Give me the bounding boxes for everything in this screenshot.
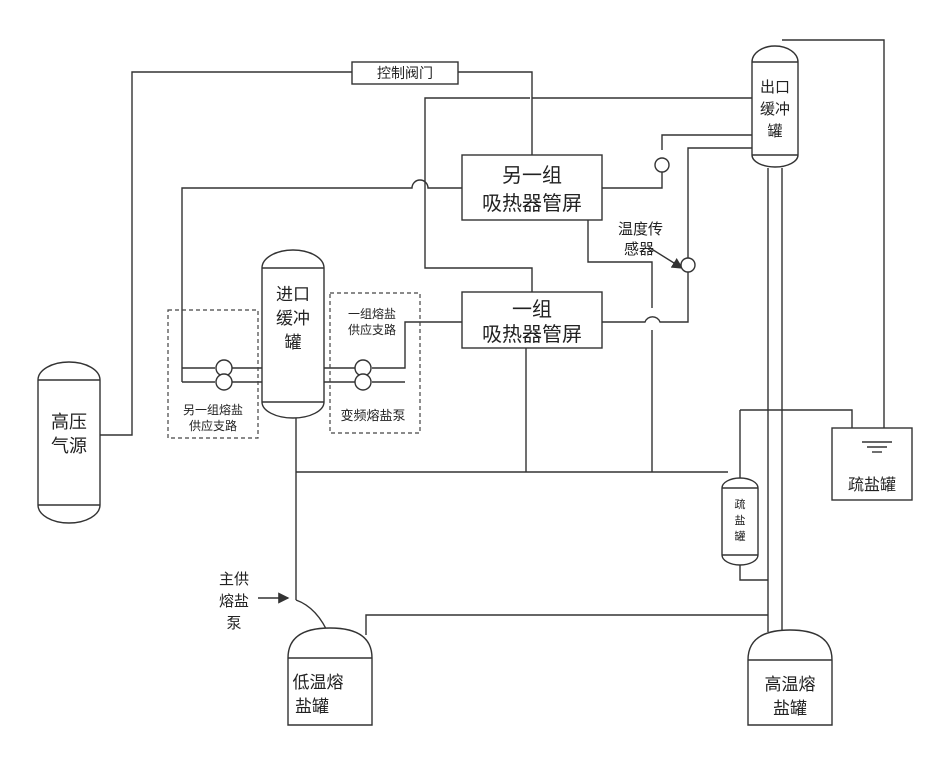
temperature-sensors: 温度传 感器 — [618, 158, 695, 272]
label-group-1: 一组 — [512, 297, 552, 321]
label-temp-sensor-2: 感器 — [624, 240, 654, 258]
label-temp-sensor-1: 温度传 — [618, 220, 663, 238]
label-outlet-buffer-1: 出口 — [760, 78, 790, 96]
other-group-panel: 另一组 吸热器管屏 — [462, 155, 602, 220]
one-group-panel: 一组 吸热器管屏 — [462, 292, 602, 348]
label-salt-trap-2: 盐 — [735, 514, 746, 527]
label-low-temp-1: 低温熔 — [293, 673, 344, 693]
label-high-temp-2: 盐罐 — [773, 699, 807, 719]
low-temp-salt-tank: 低温熔 盐罐 — [288, 628, 372, 725]
label-inlet-buffer-2: 缓冲 — [276, 309, 310, 329]
label-hp-gas-2: 气源 — [51, 436, 87, 457]
label-salt-trap-3: 罐 — [735, 530, 746, 543]
label-salt-trap-1: 疏 — [735, 497, 746, 511]
label-one-supply-2: 供应支路 — [348, 322, 396, 337]
label-outlet-buffer-3: 罐 — [767, 122, 782, 140]
high-temp-salt-tank: 高温熔 盐罐 — [748, 630, 832, 725]
outlet-buffer-tank: 出口 缓冲 罐 — [752, 46, 798, 167]
label-main-pump-2: 熔盐 — [219, 592, 249, 610]
high-pressure-gas-source: 高压 气源 — [38, 362, 100, 523]
label-low-temp-2: 盐罐 — [295, 697, 329, 717]
label-control-valve: 控制阀门 — [377, 66, 433, 82]
label-other-supply-2: 供应支路 — [189, 418, 237, 433]
label-other-supply-1: 另一组熔盐 — [183, 402, 243, 417]
label-inlet-buffer-3: 罐 — [285, 333, 302, 353]
label-one-supply-1: 一组熔盐 — [348, 306, 396, 321]
label-other-group-2: 吸热器管屏 — [482, 191, 582, 215]
label-vfd-pump: 变频熔盐泵 — [340, 408, 405, 424]
label-hp-gas-1: 高压 — [51, 412, 87, 433]
one-supply-branch: 一组熔盐 供应支路 变频熔盐泵 — [330, 293, 420, 433]
label-inlet-buffer-1: 进口 — [276, 285, 310, 305]
label-outlet-buffer-2: 缓冲 — [760, 100, 790, 118]
main-pump: 主供 熔盐 泵 — [219, 570, 249, 632]
label-main-pump-3: 泵 — [226, 614, 241, 632]
salt-trap-tank: 疏 盐 罐 — [722, 478, 758, 565]
label-main-pump-1: 主供 — [219, 570, 249, 588]
label-drain-tank: 疏盐罐 — [848, 475, 896, 494]
drain-tank: 疏盐罐 — [832, 428, 912, 500]
label-group-2: 吸热器管屏 — [482, 322, 582, 346]
label-high-temp-1: 高温熔 — [765, 675, 816, 695]
inlet-buffer-tank: 进口 缓冲 罐 — [262, 250, 324, 418]
label-other-group-1: 另一组 — [502, 163, 562, 187]
control-valve: 控制阀门 — [352, 62, 458, 84]
